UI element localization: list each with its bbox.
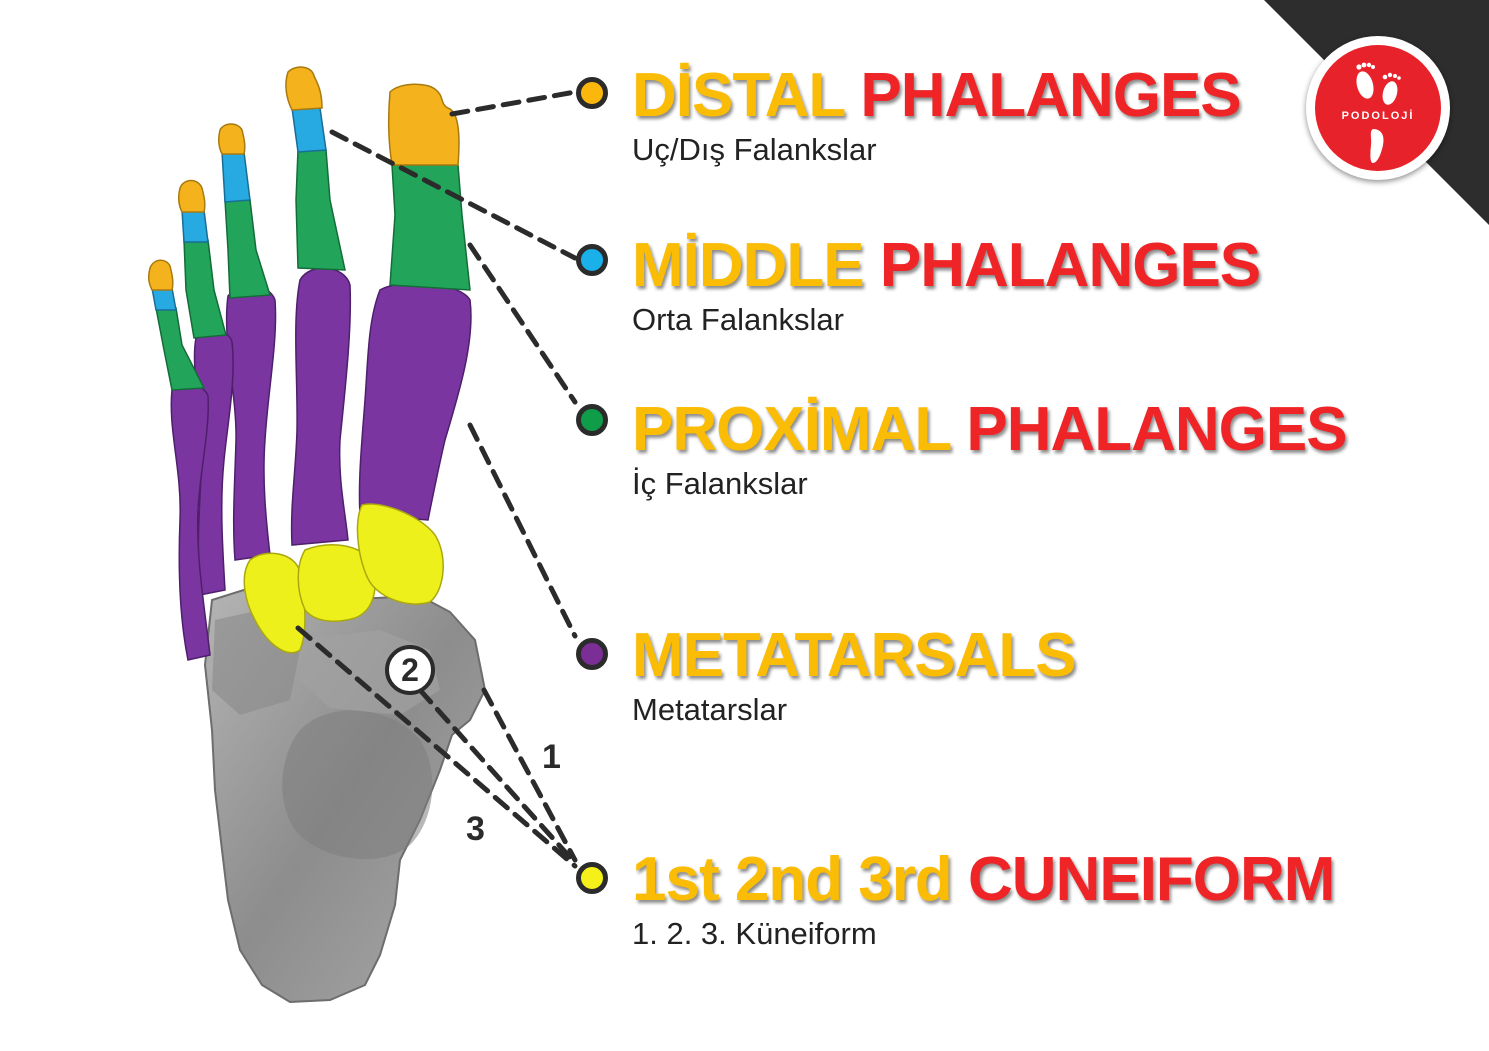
proximal-color-dot [576, 404, 608, 436]
label-subtitle: İç Falankslar [632, 466, 808, 501]
label-subtitle: Uç/Dış Falankslar [632, 132, 877, 167]
metatarsal-3 [225, 285, 277, 561]
callout-number-1: 1 [542, 738, 561, 776]
label-cuneiform: 1st 2nd 3rd CUNEIFORM 1. 2. 3. Küneiform [632, 845, 1335, 952]
leader-cuneiform-3 [295, 625, 578, 869]
cuneiform-bones [243, 503, 444, 654]
distal-phalanx-3 [217, 123, 246, 155]
cuneiform-1 [356, 503, 444, 605]
callout-number-2: 2 [385, 645, 435, 695]
callout-number-3: 3 [466, 810, 485, 848]
proximal-phalanx-3 [224, 199, 271, 299]
label-middle-phalanges: MİDDLE PHALANGES Orta Falankslar [632, 231, 1261, 338]
label-title: METATARSALS [632, 621, 1077, 690]
metatarsal-1 [358, 282, 472, 521]
cuneiform-3 [243, 552, 306, 654]
footprints-icon [1356, 62, 1401, 163]
distal-phalanx-4 [177, 179, 206, 213]
label-distal-phalanges: DİSTAL PHALANGES Uç/Dış Falankslar [632, 61, 1242, 168]
leader-cuneiform-1 [481, 687, 578, 863]
label-title: DİSTAL PHALANGES [632, 61, 1242, 130]
middle-phalanx-3 [221, 151, 251, 203]
leader-proximal [467, 242, 578, 405]
logo-text: PODOLOJİ [1341, 110, 1415, 122]
metatarsal-2 [290, 267, 352, 546]
talus-bone [282, 710, 433, 860]
leader-cuneiform-2 [417, 687, 578, 866]
label-subtitle: Metatarslar [632, 692, 788, 727]
distal-phalanx-2 [285, 66, 323, 111]
middle-phalanx-5 [151, 287, 177, 311]
logo-badge: PODOLOJİ [1315, 45, 1441, 171]
label-title: PROXİMAL PHALANGES [632, 395, 1348, 464]
distal-color-dot [576, 77, 608, 109]
label-proximal-phalanges: PROXİMAL PHALANGES İç Falankslar [632, 395, 1348, 502]
distal-phalanx-1 [387, 83, 460, 166]
cuneiform-2 [297, 544, 376, 623]
leader-middle [329, 129, 578, 261]
leader-lines [295, 89, 578, 869]
label-subtitle: Orta Falankslar [632, 302, 844, 337]
label-metatarsals: METATARSALS Metatarslar [632, 621, 1077, 728]
label-title: MİDDLE PHALANGES [632, 231, 1261, 300]
metatarsal-color-dot [576, 638, 608, 670]
podoloji-logo: PODOLOJİ [1306, 36, 1450, 180]
label-subtitle: 1. 2. 3. Küneiform [632, 916, 877, 951]
middle-phalanx-2 [291, 107, 327, 153]
distal-phalanges [147, 66, 460, 291]
distal-phalanx-5 [147, 259, 174, 291]
leader-distal [449, 89, 578, 117]
leader-metatarsal [467, 422, 578, 639]
cuneiform-color-dot [576, 862, 608, 894]
proximal-phalanx-4 [183, 239, 227, 339]
proximal-phalanx-2 [295, 149, 346, 271]
metatarsal-5 [170, 383, 211, 661]
label-title: 1st 2nd 3rd CUNEIFORM [632, 845, 1335, 914]
middle-phalanx-4 [181, 209, 209, 243]
metatarsal-bones [170, 267, 472, 661]
middle-color-dot [576, 244, 608, 276]
